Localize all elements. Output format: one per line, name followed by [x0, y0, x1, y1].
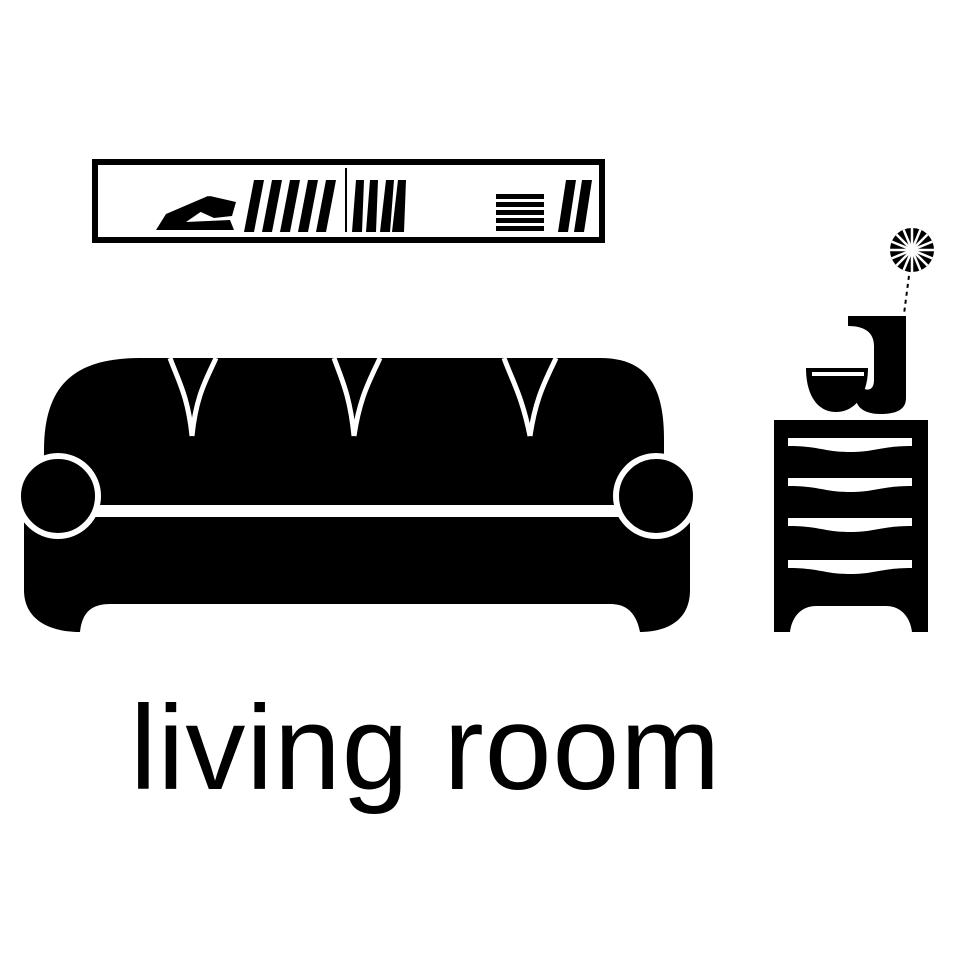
- sofa-icon: [15, 356, 699, 632]
- lying-book-icon: [156, 196, 236, 230]
- caption-label: living room: [130, 681, 722, 815]
- flower-icon: [890, 228, 934, 315]
- book-icon: [558, 180, 592, 232]
- cushion-tufts: [167, 356, 559, 437]
- book-stack-icon: [496, 194, 544, 231]
- wall-shelf-icon: [92, 159, 605, 243]
- book-icon: [352, 180, 406, 232]
- bowl-icon: [806, 368, 868, 412]
- book-icon: [244, 180, 336, 232]
- dresser-icon: [774, 420, 928, 632]
